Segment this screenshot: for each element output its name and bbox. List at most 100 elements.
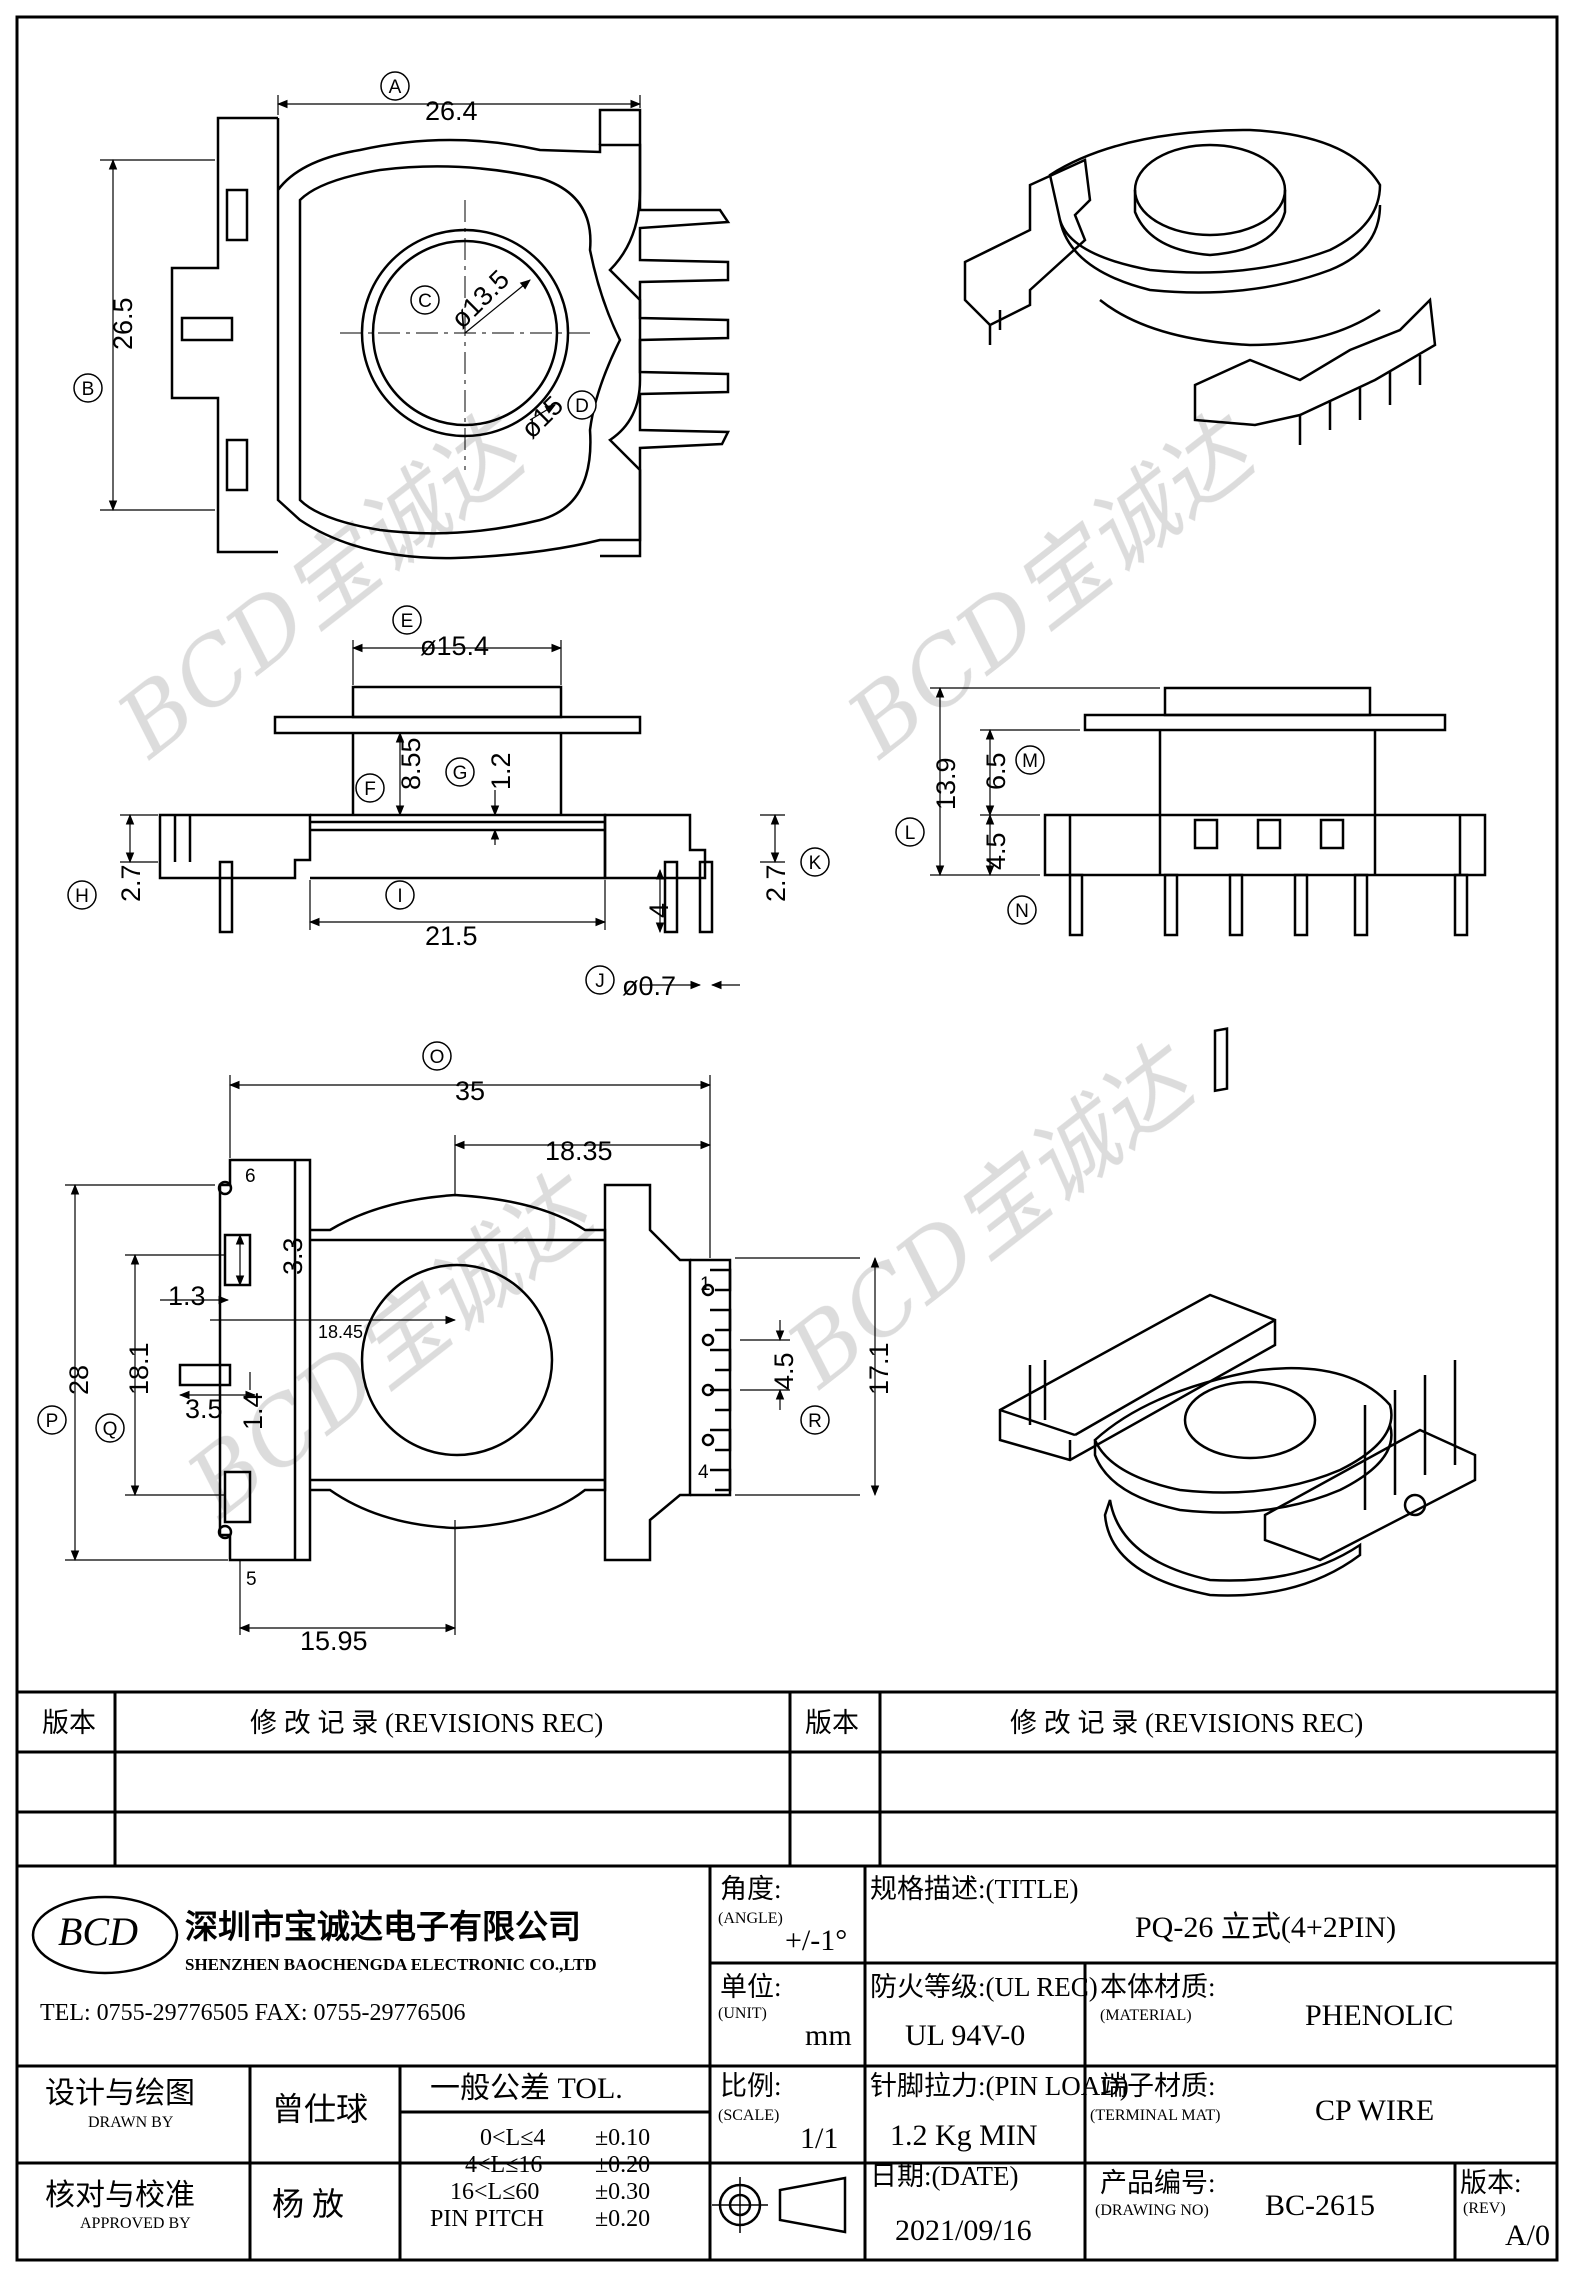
balloon-label-b: B <box>82 379 95 400</box>
dim-e-value: ø15.4 <box>420 631 489 661</box>
balloon-g <box>445 757 475 787</box>
balloon-k <box>800 847 830 877</box>
dim-d-value: ø15 <box>515 390 569 444</box>
bottom-view-slot <box>178 1363 232 1387</box>
bottom-view-slot <box>223 1470 252 1524</box>
balloon-label-a: A <box>389 77 402 98</box>
pinload-label: 针脚拉力:(PIN LOAD) <box>870 2071 1129 2101</box>
balloon-label-r: R <box>808 1411 822 1432</box>
iso-bottom-rail-back <box>998 1293 1277 1462</box>
angle-label-en: (ANGLE) <box>718 1910 783 1927</box>
front-view-base-right <box>603 813 707 880</box>
front-view-base-mid <box>310 813 607 880</box>
tol-value-3: ±0.30 <box>595 2179 650 2205</box>
tolerance-label: 一般公差 TOL. <box>430 2072 623 2105</box>
balloon-label-q: Q <box>103 1419 118 1440</box>
balloon-label-k: K <box>809 853 822 874</box>
bottom-view-core <box>360 1263 554 1457</box>
pin-number-6: 6 <box>245 1166 256 1187</box>
front-view-base-left <box>158 813 312 880</box>
side-view-pin <box>1353 873 1369 937</box>
iso-bottom-flange-plate <box>1093 1366 1393 1494</box>
balloon-d <box>567 390 597 420</box>
balloon-r <box>800 1405 830 1435</box>
dim-g-value: 1.2 <box>486 752 516 790</box>
company-logo-text: BCD <box>58 1909 138 1954</box>
material-value: PHENOLIC <box>1305 1999 1453 2032</box>
drawing-no-value: BC-2615 <box>1265 2189 1375 2222</box>
ul-value: UL 94V-0 <box>905 2019 1025 2052</box>
top-view-left-flange <box>170 116 278 554</box>
rev-col-record-left: 修 改 记 录 (REVISIONS REC) <box>250 1708 603 1738</box>
iso-view-top <box>963 128 1437 445</box>
watermark-group: BCD宝诚达 BCD宝诚达 BCD宝诚达 BCD宝诚达 <box>97 394 1278 1539</box>
dim-k-value: 2.7 <box>761 864 791 902</box>
bottom-view-pin-hole <box>217 1524 233 1540</box>
side-view-top-flange <box>1083 713 1447 732</box>
balloon-b <box>73 373 103 403</box>
balloon-label-p: P <box>46 1411 59 1432</box>
iso-top-core <box>1133 143 1287 237</box>
rev-col-record-right: 修 改 记 录 (REVISIONS REC) <box>1010 1708 1363 1738</box>
balloon-label-h: H <box>75 886 89 907</box>
top-view-rim <box>298 165 622 535</box>
date-value: 2021/09/16 <box>895 2214 1032 2247</box>
bottom-view-pin-hole <box>217 1180 233 1196</box>
tol-value-1: ±0.10 <box>595 2125 650 2151</box>
balloon-label-d: D <box>575 396 589 417</box>
tol-value-4: ±0.20 <box>595 2206 650 2232</box>
balloon-label-l: L <box>905 823 916 844</box>
scale-value: 1/1 <box>800 2122 838 2155</box>
tol-value-2: ±0.20 <box>595 2152 650 2178</box>
dim-f-value: 8.55 <box>396 737 426 790</box>
balloon-o <box>422 1041 452 1071</box>
material-label-en: (MATERIAL) <box>1100 2007 1192 2024</box>
balloon-p <box>37 1405 67 1435</box>
company-contact: TEL: 0755-29776505 FAX: 0755-29776506 <box>40 2000 466 2026</box>
dim-d7-value: 17.1 <box>864 1342 894 1395</box>
unit-value: mm <box>805 2019 852 2052</box>
balloon-label-c: C <box>418 291 432 312</box>
balloon-label-f: F <box>364 779 376 800</box>
dim-pin-length: 4 <box>644 903 674 918</box>
bottom-view <box>65 1075 880 1635</box>
company-logo <box>31 1895 179 1975</box>
terminal-label: 端子材质: <box>1100 2071 1216 2101</box>
projection-symbol-icon <box>712 2176 847 2234</box>
top-view-slot <box>225 188 249 242</box>
rev-col-version-right: 版本 <box>805 1708 859 1738</box>
dim-d4-value: 18.45 <box>318 1322 363 1342</box>
balloon-m <box>1015 745 1045 775</box>
approved-label: 核对与校准 <box>45 2179 195 2212</box>
side-view-text: 13.9 6.5 4.5 <box>931 752 1011 870</box>
top-view-right-flange <box>598 108 731 558</box>
iso-top-left-flange <box>963 158 1092 327</box>
drawn-label: 设计与绘图 <box>45 2077 195 2110</box>
side-view-pin <box>1163 873 1179 937</box>
balloon-label-n: N <box>1015 901 1029 922</box>
iso-top-flange-plate <box>1048 128 1382 274</box>
balloon-i <box>385 880 415 910</box>
tol-range-2: 4<L≤16 <box>465 2152 542 2178</box>
front-view-top-flange <box>273 715 642 735</box>
watermark-text: BCD宝诚达 <box>827 394 1278 779</box>
iso-bottom-core <box>1183 1380 1317 1460</box>
balloon-a <box>380 71 410 101</box>
side-view-pin <box>1293 873 1309 937</box>
unit-label-en: (UNIT) <box>718 2005 767 2022</box>
front-view-text: ø15.4 8.55 1.2 2.7 21.5 ø0.7 2.7 4 <box>116 631 791 1001</box>
balloon-label-i: I <box>397 886 402 907</box>
watermark-text: BCD宝诚达 <box>767 1024 1218 1409</box>
dim-d5-value: 3.5 <box>185 1394 223 1424</box>
side-view-base <box>1043 813 1487 877</box>
company-name-en: SHENZHEN BAOCHENGDA ELECTRONIC CO.,LTD <box>185 1955 597 1974</box>
title-block <box>17 1690 1557 2260</box>
iso-top-base <box>1193 297 1437 427</box>
balloon-q <box>95 1413 125 1443</box>
dim-b-value: 26.5 <box>108 297 138 350</box>
dim-p-value: 28 <box>64 1365 94 1395</box>
drawn-label-en: DRAWN BY <box>88 2114 174 2131</box>
dim-d3-value: 1.3 <box>168 1281 206 1311</box>
balloon-label-j: J <box>595 971 605 992</box>
